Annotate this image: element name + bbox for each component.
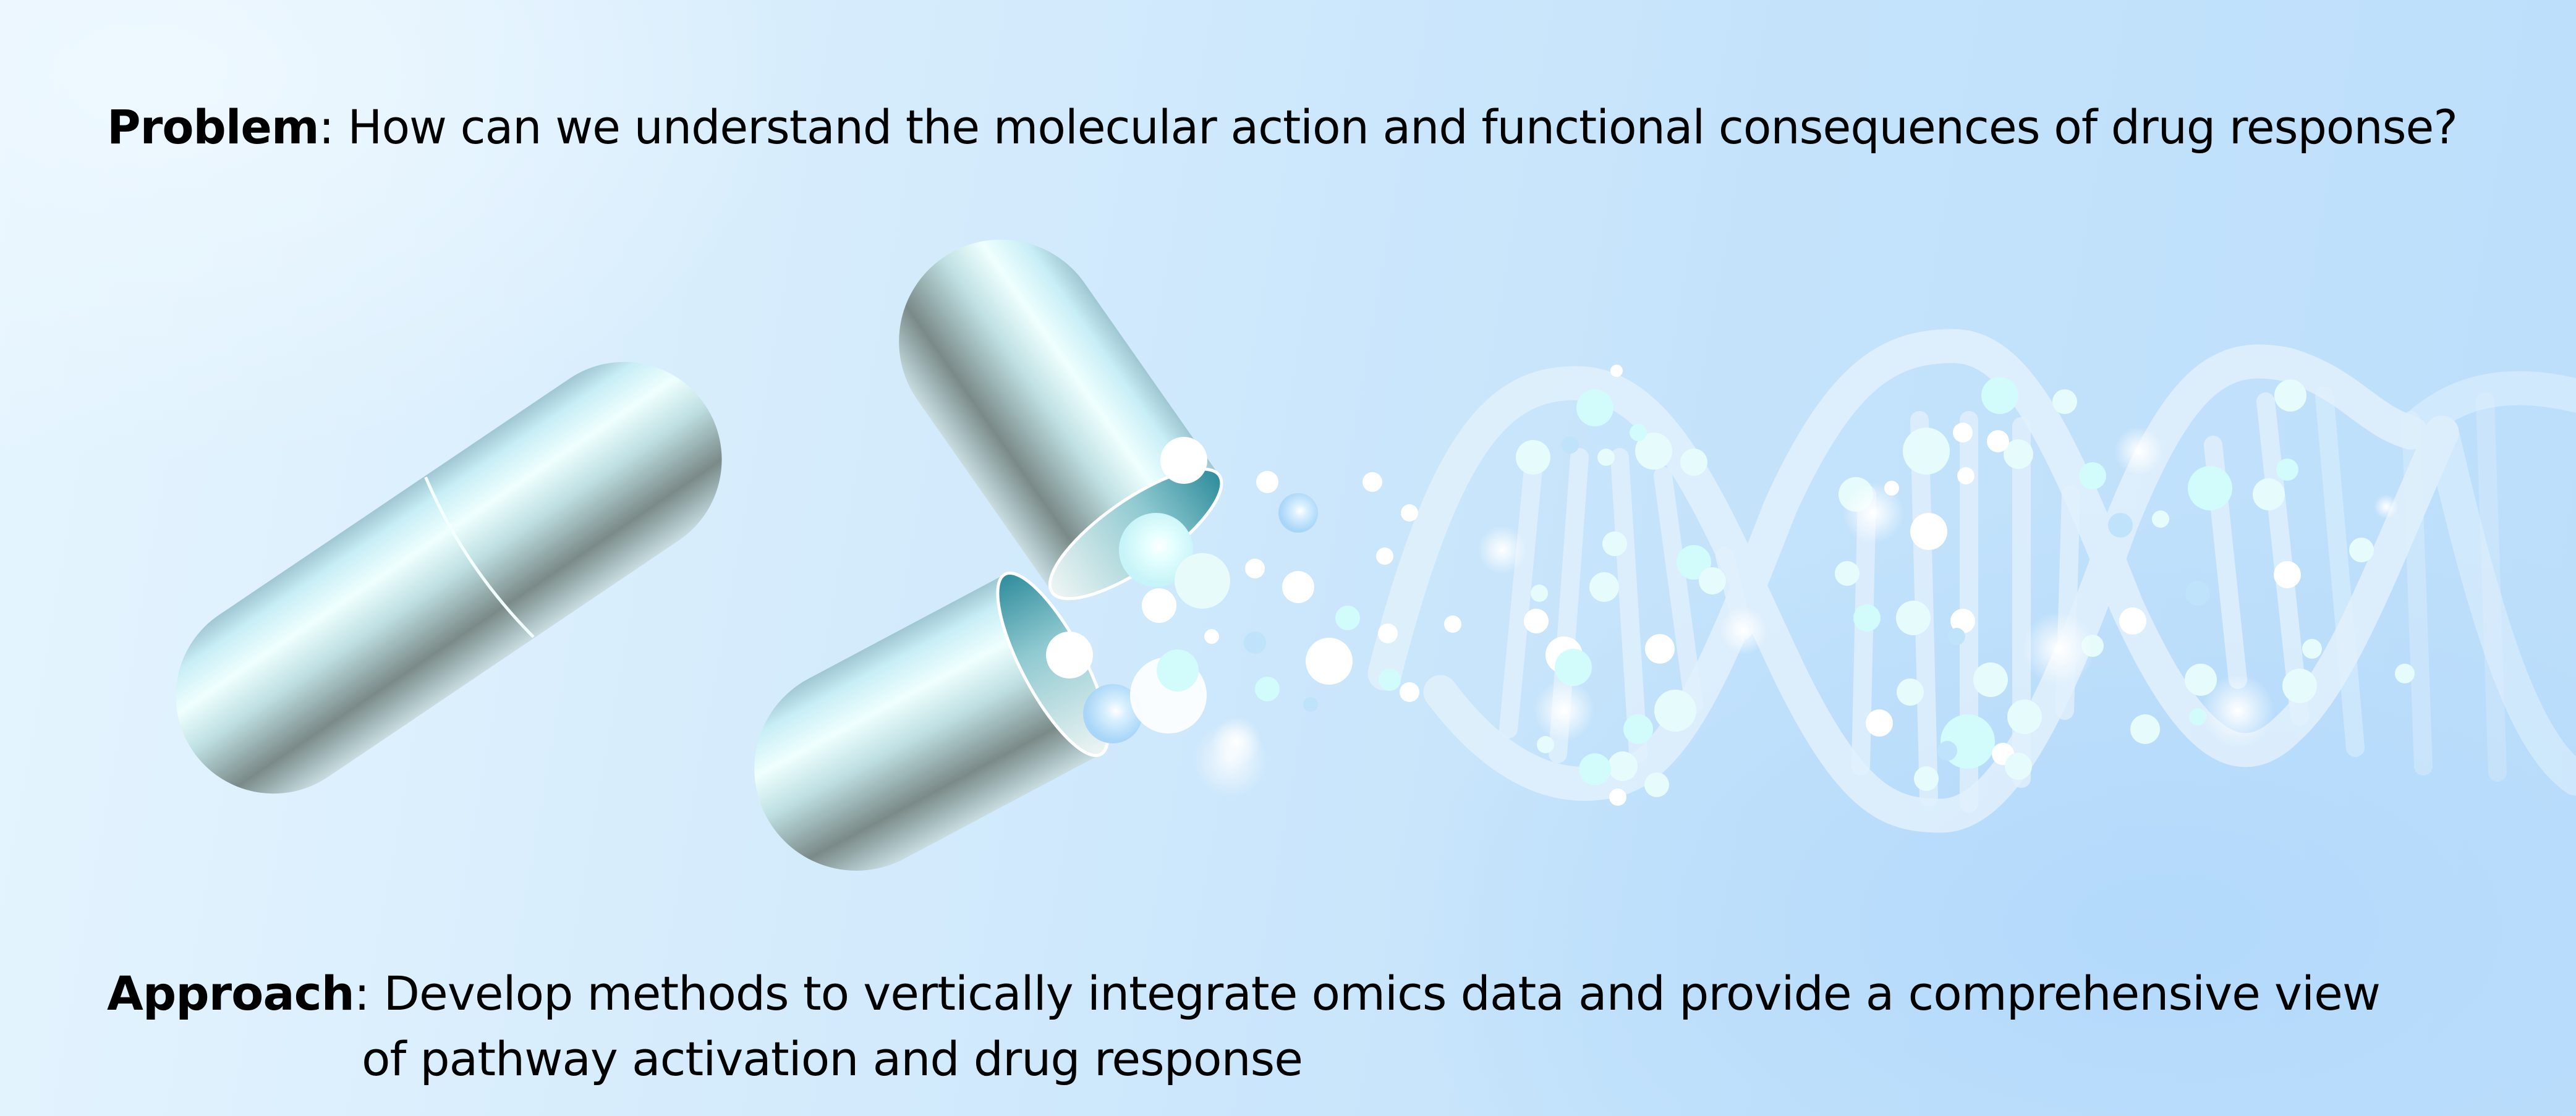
approach-separator: : [354,966,370,1021]
approach-statement: Approach: Develop methods to vertically … [107,970,2381,1086]
approach-text-line2: of pathway activation and drug response [362,1031,1303,1086]
released-particles [1046,437,1393,797]
problem-statement: Problem: How can we understand the molec… [107,104,2458,151]
problem-text: How can we understand the molecular acti… [333,99,2457,154]
approach-label: Approach [107,966,355,1021]
problem-label: Problem [107,99,320,154]
dna-particles [1378,365,2415,806]
closed-capsule [176,361,722,794]
open-capsule-bottom-half [754,571,1110,871]
problem-separator: : [318,99,334,154]
approach-text-line1: Develop methods to vertically integrate … [369,966,2381,1021]
